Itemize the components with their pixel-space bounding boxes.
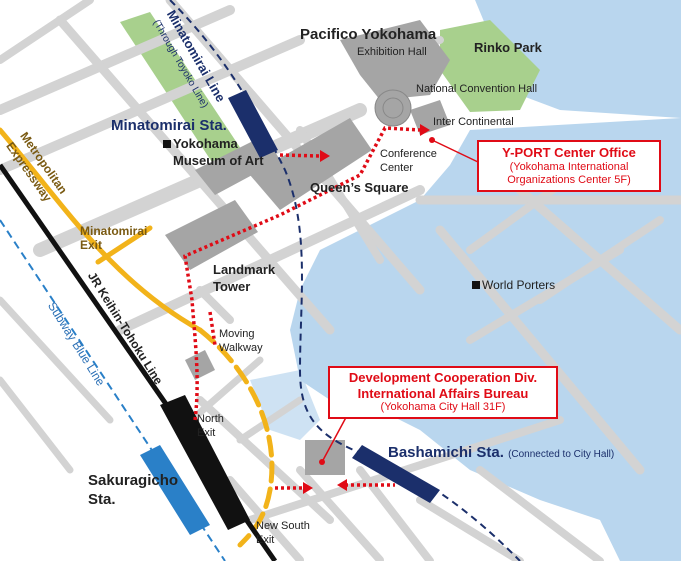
- exhibition-hall-label: Exhibition Hall: [357, 46, 427, 58]
- moving-walkway-label-1: Moving: [219, 328, 255, 340]
- landmark-tower: [165, 200, 258, 270]
- minatomirai-station-block: [228, 90, 278, 158]
- inter-continental-label: Inter Continental: [433, 116, 514, 128]
- museum-label-1: Yokohama: [163, 136, 238, 152]
- yport-callout: Y-PORT Center Office (Yokohama Internati…: [477, 140, 661, 192]
- minatomirai-exit-label-1: Minatomirai: [80, 224, 148, 238]
- museum-name: Yokohama: [173, 136, 238, 151]
- yport-sub-1: (Yokohama International: [509, 160, 629, 173]
- exhibition-hall: [340, 20, 450, 100]
- museum-marker-icon: [163, 140, 171, 148]
- route-arrowheads: [303, 124, 430, 494]
- north-exit-label-1: North: [197, 413, 224, 425]
- buildings: [165, 20, 450, 475]
- yport-sub-2: Organizations Center 5F): [507, 174, 631, 187]
- green-strip: [120, 12, 255, 182]
- north-exit-label-2: Exit: [197, 427, 216, 439]
- harbor-water: [290, 118, 681, 561]
- dev-coop-callout: Development Cooperation Div. Internation…: [328, 366, 558, 419]
- landmark-label-2: Tower: [213, 279, 251, 294]
- dev-title-1: Development Cooperation Div.: [348, 370, 538, 385]
- bashamichi-note: (Connected to City Hall): [508, 449, 615, 460]
- minatomirai-exit-label-2: Exit: [80, 238, 103, 252]
- dev-title-2: International Affairs Bureau: [357, 385, 529, 401]
- rinko-park: [440, 20, 540, 112]
- bashamichi-name: Bashamichi Sta.: [388, 444, 504, 461]
- queens-square-building: [250, 118, 372, 210]
- moving-walkway-label-2: Walkway: [219, 342, 263, 354]
- conference-center-label-1: Conference: [380, 148, 437, 160]
- walking-route: [183, 126, 421, 490]
- minatomirai-sta-label: Minatomirai Sta.: [111, 117, 227, 134]
- new-south-exit-label-1: New South: [256, 520, 310, 532]
- museum-label-2: Museum of Art: [173, 153, 264, 168]
- dev-sub: (Yokohama City Hall 31F): [380, 401, 506, 414]
- landmark-label-1: Landmark: [213, 262, 276, 277]
- rinko-park-label: Rinko Park: [474, 40, 542, 55]
- conference-center-label-2: Center: [380, 162, 414, 174]
- yport-title: Y-PORT Center Office: [502, 145, 636, 160]
- sakuragicho-label-2: Sta.: [88, 491, 116, 508]
- world-porters-marker-icon: [472, 281, 480, 289]
- station-building: [185, 350, 215, 380]
- new-south-exit-label-2: Exit: [256, 534, 275, 546]
- national-convention-hall-label: National Convention Hall: [416, 83, 538, 95]
- sakuragicho-platform: [160, 395, 250, 530]
- sakuragicho-station-block: [140, 445, 210, 535]
- pacifico-yokohama-label: Pacifico Yokohama: [300, 26, 437, 43]
- world-porters-label: World Porters: [472, 278, 556, 293]
- national-convention-hall: [375, 90, 411, 126]
- bashamichi-station-block: [352, 445, 440, 503]
- queens-square-label: Queen’s Square: [310, 180, 409, 195]
- bashamichi-sta-label: Bashamichi Sta. (Connected to City Hall): [388, 444, 614, 461]
- sakuragicho-label-1: Sakuragicho: [88, 472, 179, 489]
- world-porters-name: World Porters: [482, 278, 556, 292]
